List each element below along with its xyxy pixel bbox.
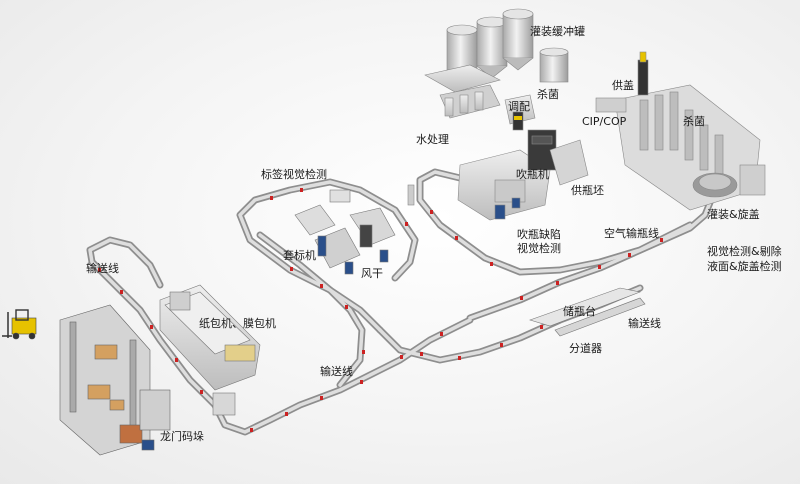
label-conveyor-left: 输送线 xyxy=(86,262,119,275)
label-label-vision: 标签视觉检测 xyxy=(261,168,327,181)
filling-capping-block xyxy=(595,51,766,211)
buffer-tanks xyxy=(446,8,569,85)
label-sterilize-right: 杀菌 xyxy=(683,115,705,128)
label-blending: 调配 xyxy=(508,100,530,113)
label-vision-reject: 视觉检测&剔除 液面&旋盖检测 xyxy=(707,245,782,273)
water-treatment-unit xyxy=(424,64,536,131)
label-gantry-palletizer: 龙门码垛 xyxy=(160,430,204,443)
conveyor-network xyxy=(86,106,719,436)
label-air-conveyor: 空气输瓶线 xyxy=(604,227,659,240)
labeling-section xyxy=(294,189,396,275)
label-blow-molding: 吹瓶机 xyxy=(516,168,549,181)
label-wrap-pack: 纸包机、膜包机 xyxy=(199,317,276,330)
label-bottle-storage: 储瓶台 xyxy=(563,305,596,318)
label-cip-cop: CIP/COP xyxy=(582,115,627,128)
label-blow-vision: 吹瓶缺陷 视觉检测 xyxy=(517,228,561,255)
conveyor-markers xyxy=(98,140,713,432)
label-sleeve-labeler: 套标机 xyxy=(283,249,316,262)
wrapping-machine xyxy=(159,284,261,416)
label-conveyor-mid: 输送线 xyxy=(320,365,353,378)
blow-molding-machine xyxy=(407,129,589,221)
label-filling-buffer-tank: 灌装缓冲罐 xyxy=(530,25,585,38)
label-cap-supply: 供盖 xyxy=(612,79,634,92)
label-filling-capping: 灌装&旋盖 xyxy=(707,208,760,221)
label-preform-supply: 供瓶坯 xyxy=(571,184,604,197)
label-sterilize-top: 杀菌 xyxy=(537,88,559,101)
label-air-dryer: 风干 xyxy=(361,267,383,280)
label-water-treatment: 水处理 xyxy=(416,133,449,146)
bottle-storage-table xyxy=(529,287,646,337)
label-divider: 分道器 xyxy=(569,342,602,355)
label-conveyor-right: 输送线 xyxy=(628,317,661,330)
gantry-palletizer xyxy=(59,304,171,456)
forklift xyxy=(2,309,37,340)
